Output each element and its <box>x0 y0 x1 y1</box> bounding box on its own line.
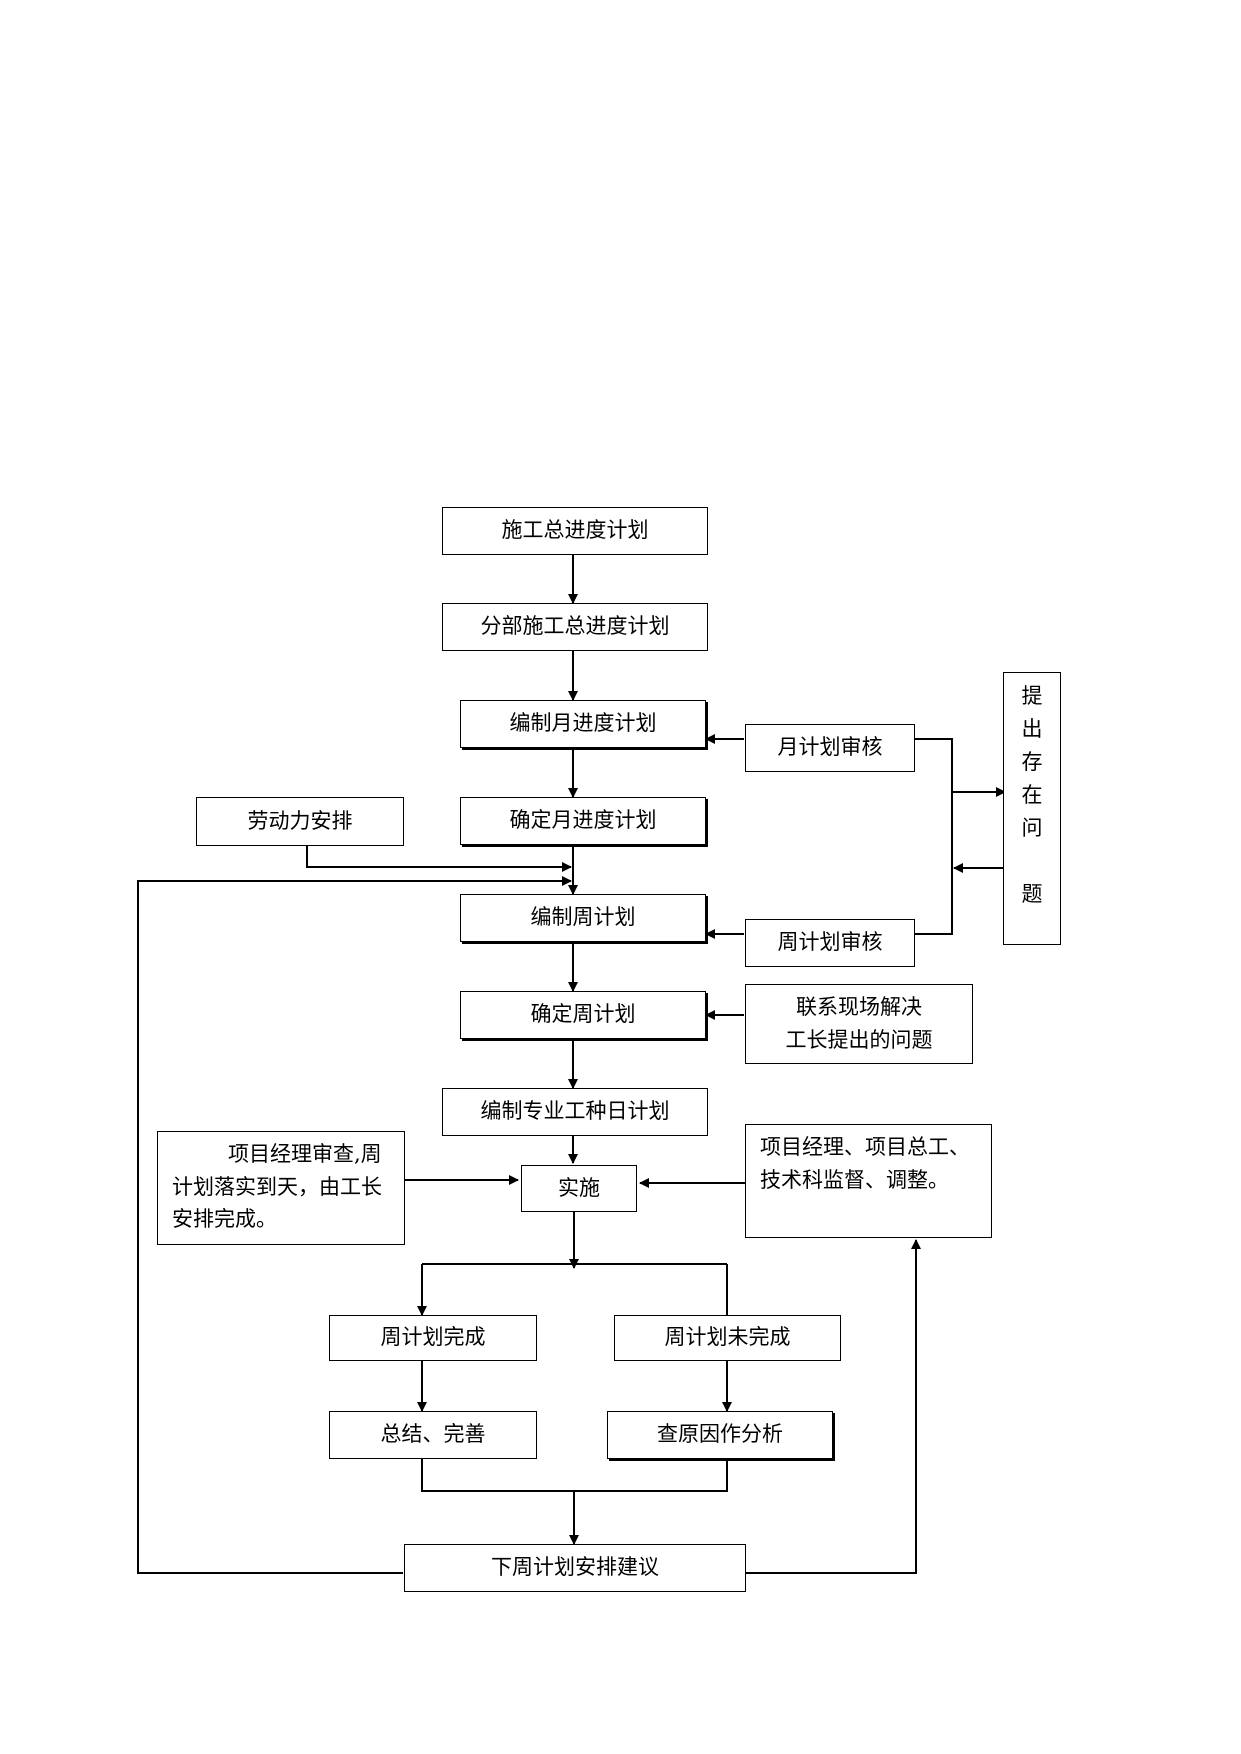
node-weekly-done: 周计划完成 <box>329 1315 537 1361</box>
node-pm-supervise: 项目经理、项目总工、技术科监督、调整。 <box>745 1124 992 1238</box>
node-summarize-label: 总结、完善 <box>380 1422 486 1447</box>
node-weekly-review: 周计划审核 <box>745 919 915 967</box>
node-labor: 劳动力安排 <box>196 797 404 846</box>
node-daily-trade-label: 编制专业工种日计划 <box>480 1099 670 1124</box>
node-weekly-done-label: 周计划完成 <box>380 1325 486 1350</box>
node-pm-review-label: 项目经理审查,周计划落实到天，由工长安排完成。 <box>172 1142 382 1232</box>
node-confirm-weekly-label: 确定周计划 <box>530 1002 636 1027</box>
node-master-schedule: 施工总进度计划 <box>442 507 708 555</box>
node-compile-monthly-label: 编制月进度计划 <box>509 711 657 736</box>
node-weekly-review-label: 周计划审核 <box>777 930 883 955</box>
bracket-reviews <box>915 738 953 935</box>
node-raise-issues-label: 提 出 存 在 问 题 <box>1021 684 1043 906</box>
node-analyze: 查原因作分析 <box>607 1411 833 1459</box>
node-master-schedule-label: 施工总进度计划 <box>501 518 649 543</box>
node-compile-weekly: 编制周计划 <box>460 894 706 942</box>
loop-right-feedback <box>745 1239 921 1574</box>
node-confirm-monthly-label: 确定月进度计划 <box>509 808 657 833</box>
node-daily-trade: 编制专业工种日计划 <box>442 1088 708 1136</box>
loop-left-feedback <box>137 876 572 1574</box>
node-monthly-review-label: 月计划审核 <box>777 735 883 760</box>
node-analyze-label: 查原因作分析 <box>657 1422 783 1447</box>
merge-bracket <box>421 1459 728 1492</box>
node-next-week: 下周计划安排建议 <box>404 1544 746 1592</box>
node-next-week-label: 下周计划安排建议 <box>491 1555 659 1580</box>
node-confirm-weekly: 确定周计划 <box>460 991 706 1039</box>
node-resolve-label: 联系现场解决 工长提出的问题 <box>785 995 933 1052</box>
node-sub-master-schedule: 分部施工总进度计划 <box>442 603 708 651</box>
node-implement: 实施 <box>521 1165 637 1212</box>
node-pm-review: 项目经理审查,周计划落实到天，由工长安排完成。 <box>157 1131 405 1245</box>
node-implement-label: 实施 <box>558 1175 600 1200</box>
node-weekly-not-done: 周计划未完成 <box>614 1315 841 1361</box>
node-compile-weekly-label: 编制周计划 <box>530 905 636 930</box>
node-resolve: 联系现场解决 工长提出的问题 <box>745 984 973 1064</box>
node-monthly-review: 月计划审核 <box>745 724 915 772</box>
node-raise-issues <box>1003 672 1061 945</box>
node-confirm-monthly: 确定月进度计划 <box>460 797 706 845</box>
node-weekly-not-done-label: 周计划未完成 <box>664 1325 791 1350</box>
node-labor-label: 劳动力安排 <box>247 808 353 833</box>
node-pm-supervise-label: 项目经理、项目总工、技术科监督、调整。 <box>760 1135 970 1192</box>
node-compile-monthly: 编制月进度计划 <box>460 700 706 748</box>
node-sub-master-schedule-label: 分部施工总进度计划 <box>480 614 670 639</box>
arrow-labor-to-spine <box>306 846 572 872</box>
node-summarize: 总结、完善 <box>329 1411 537 1459</box>
